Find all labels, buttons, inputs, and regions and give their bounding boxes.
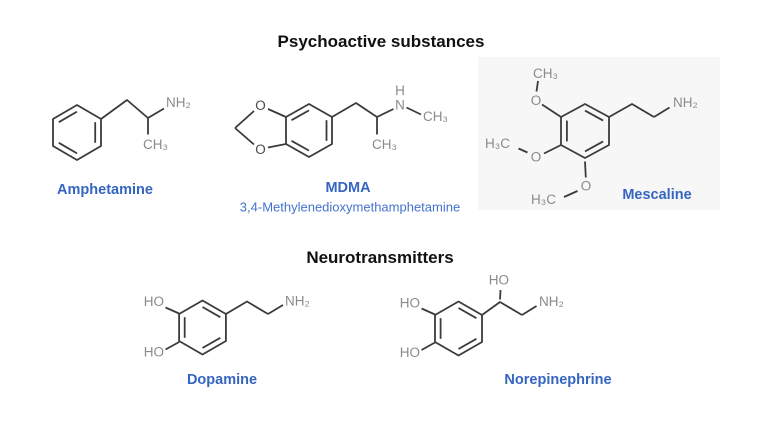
atom-label-nh2: NH₂ xyxy=(285,294,310,309)
amphetamine-label: Amphetamine xyxy=(57,182,153,198)
atom-label-nh2: NH₂ xyxy=(539,294,564,309)
bond-chain xyxy=(481,301,523,316)
atom-label-ho-bottom: HO xyxy=(144,345,164,360)
atom-label-n: N xyxy=(395,98,405,113)
bond-ho-top xyxy=(165,306,180,315)
double-bond xyxy=(58,110,78,123)
benzene-ring xyxy=(560,103,610,159)
section-title-neurotransmitters: Neurotransmitters xyxy=(306,248,454,267)
double-bond xyxy=(458,338,477,350)
atom-label-o-top: O xyxy=(255,98,266,113)
bond-to-nh2 xyxy=(147,107,165,119)
atom-label-nh: H xyxy=(395,83,405,98)
bond-chain xyxy=(225,300,269,315)
benzene-ring xyxy=(178,299,227,356)
mescaline-panel xyxy=(478,57,720,210)
section-title-psychoactive: Psychoactive substances xyxy=(277,32,485,51)
bond-to-nh2 xyxy=(653,106,670,118)
atom-label-alpha-methyl: CH₃ xyxy=(372,137,397,152)
bond-chain xyxy=(100,99,149,120)
atom-label-beta-ho: HO xyxy=(489,273,509,288)
dioxole-bond xyxy=(267,108,287,118)
atom-label-n-methyl: CH₃ xyxy=(423,109,448,124)
atom-label-ho-top: HO xyxy=(144,294,164,309)
atom-label-bottom-o: O xyxy=(581,179,592,194)
bond-n-ch3 xyxy=(406,106,422,116)
double-bond xyxy=(58,142,78,155)
bond-to-nh2 xyxy=(267,304,284,315)
benzene-ring xyxy=(285,103,333,158)
benzene-ring xyxy=(52,104,102,161)
atom-label-o-bottom: O xyxy=(255,142,266,157)
atom-label-ch3: CH₃ xyxy=(143,137,168,152)
norepinephrine-structure: HO HO HO NH₂ xyxy=(400,273,564,361)
amphetamine-structure: NH₂ CH₃ xyxy=(52,95,191,161)
mdma-label: MDMA xyxy=(325,180,371,196)
atom-label-ho-top: HO xyxy=(400,296,420,311)
dopamine-label: Dopamine xyxy=(186,372,258,388)
mdma-full-name-label: 3,4-Methylenedioxymethamphetamine xyxy=(239,199,461,215)
double-bond xyxy=(458,307,477,319)
atom-label-mid-o: O xyxy=(531,150,542,165)
double-bond xyxy=(202,306,221,318)
bond-mid-ch3-o xyxy=(518,147,528,154)
bond-to-nh2 xyxy=(521,305,537,316)
bond-beta-oh xyxy=(499,289,502,300)
mescaline-label: Mescaline xyxy=(622,187,692,203)
mdma-structure: O O H N CH₃ CH₃ xyxy=(234,83,448,158)
bond-mid-o-ring xyxy=(543,144,562,155)
atom-label-ho-bottom: HO xyxy=(400,345,420,360)
bond-chain xyxy=(608,103,655,118)
double-bond xyxy=(584,109,604,122)
double-bond xyxy=(291,140,310,152)
atom-label-bottom-methyl: H₃C xyxy=(531,192,556,207)
double-bond xyxy=(584,140,604,153)
double-bond xyxy=(202,337,221,349)
bond-top-och3 xyxy=(535,80,539,92)
bond-ho-top xyxy=(421,307,436,316)
bond-ho-bottom xyxy=(165,341,180,351)
mescaline-structure: CH₃ O H₃C O O H₃C NH₂ xyxy=(485,66,698,207)
bond-ho-bottom xyxy=(421,341,436,351)
benzene-ring xyxy=(434,300,483,357)
dioxole-bond xyxy=(234,110,255,129)
dioxole-bond xyxy=(267,143,287,149)
bond-top-o-ring xyxy=(541,103,562,118)
bond-ring-bottom-o xyxy=(584,161,587,178)
dioxole-bond xyxy=(234,127,255,146)
atom-label-top-methyl: CH₃ xyxy=(533,66,558,81)
norepinephrine-label: Norepinephrine xyxy=(504,372,612,388)
atom-label-top-o: O xyxy=(531,93,542,108)
dopamine-structure: HO HO NH₂ xyxy=(144,294,310,360)
atom-label-mid-methyl: H₃C xyxy=(485,136,510,151)
atom-label-nh2: NH₂ xyxy=(673,95,698,110)
bond-chain xyxy=(331,102,378,118)
atom-label-nh2: NH₂ xyxy=(166,95,191,110)
bond-bottom-o-ch3 xyxy=(563,190,578,198)
double-bond xyxy=(291,109,310,121)
bond-to-n xyxy=(376,108,394,118)
